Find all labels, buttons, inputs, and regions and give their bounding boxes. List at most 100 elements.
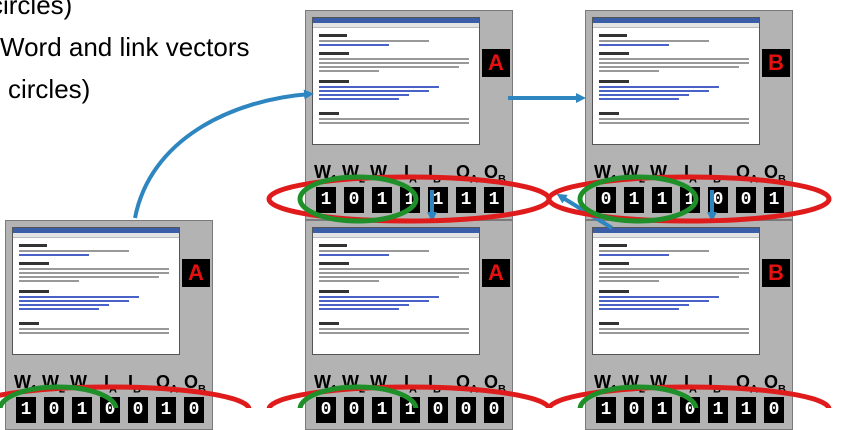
vector-bit: 1 bbox=[652, 187, 672, 213]
text-line bbox=[599, 98, 679, 100]
text-line bbox=[319, 80, 349, 83]
text-line bbox=[599, 304, 689, 306]
vector-bit: 1 bbox=[456, 187, 476, 213]
label-ob: OB bbox=[484, 161, 506, 191]
text-line bbox=[599, 70, 659, 72]
label-ob-text: O bbox=[484, 162, 499, 182]
window-menubar bbox=[593, 233, 759, 238]
text-line bbox=[319, 40, 429, 42]
text-line bbox=[599, 66, 739, 68]
webpage-thumbnail bbox=[312, 17, 480, 145]
label-ib-text: I bbox=[428, 372, 434, 392]
label-w1-text: W bbox=[594, 162, 611, 182]
text-line bbox=[319, 62, 469, 64]
text-line bbox=[599, 122, 749, 124]
vector-bit: 1 bbox=[764, 187, 784, 213]
current-page-indicator: B bbox=[762, 259, 790, 287]
text-line bbox=[319, 304, 409, 306]
label-ia-text: I bbox=[404, 372, 410, 392]
text-line bbox=[599, 308, 679, 310]
window-content bbox=[593, 238, 759, 354]
diagram-overlay bbox=[0, 89, 832, 408]
label-w1-text: W bbox=[314, 372, 331, 392]
text-line bbox=[319, 94, 409, 96]
text-line bbox=[319, 276, 459, 278]
label-ia-text: I bbox=[684, 372, 690, 392]
vector-bit: 0 bbox=[596, 187, 616, 213]
text-line bbox=[599, 90, 709, 92]
label-ob: OB bbox=[764, 161, 786, 191]
text-line bbox=[599, 44, 669, 46]
window-content bbox=[313, 28, 479, 144]
text-line bbox=[319, 280, 379, 282]
text-line bbox=[19, 304, 109, 306]
window-menubar bbox=[13, 233, 179, 238]
label-ia-text: I bbox=[104, 372, 110, 392]
label-ob-subscript: B bbox=[778, 383, 786, 396]
label-ob: OB bbox=[484, 371, 506, 401]
label-ob-text: O bbox=[764, 162, 779, 182]
label-ia-subscript: A bbox=[689, 173, 697, 186]
text-line bbox=[599, 272, 749, 274]
text-line bbox=[319, 86, 439, 88]
text-line bbox=[19, 332, 169, 334]
label-ob-subscript: B bbox=[198, 383, 206, 396]
text-line bbox=[319, 112, 339, 115]
text-line bbox=[319, 52, 349, 55]
text-line bbox=[319, 272, 469, 274]
webpage-thumbnail bbox=[12, 227, 180, 355]
current-page-indicator: A bbox=[482, 49, 510, 77]
label-ib-text: I bbox=[428, 162, 434, 182]
label-ob: OB bbox=[184, 371, 206, 401]
label-ob-text: O bbox=[184, 372, 199, 392]
text-line bbox=[319, 296, 439, 298]
window-titlebar bbox=[593, 18, 759, 23]
label-ia-text: I bbox=[404, 162, 410, 182]
text-line bbox=[319, 322, 339, 325]
text-line bbox=[319, 34, 347, 37]
text-line bbox=[319, 244, 347, 247]
current-page-indicator: A bbox=[182, 259, 210, 287]
text-line bbox=[319, 268, 469, 270]
vector-circle-top-right bbox=[546, 174, 832, 224]
text-line bbox=[19, 290, 49, 293]
label-ob: OB bbox=[764, 371, 786, 401]
text-line bbox=[19, 322, 39, 325]
label-ia: IA bbox=[684, 161, 697, 191]
text-line bbox=[599, 34, 627, 37]
text-line bbox=[319, 254, 389, 256]
word-circle-top-middle bbox=[297, 174, 419, 224]
label-ia-subscript: A bbox=[409, 383, 417, 396]
label-ib-text: I bbox=[708, 162, 714, 182]
window-titlebar bbox=[313, 228, 479, 233]
webpage-thumbnail bbox=[592, 227, 760, 355]
text-line bbox=[599, 94, 689, 96]
text-line bbox=[319, 122, 469, 124]
label-w1-text: W bbox=[594, 372, 611, 392]
webpage-thumbnail bbox=[312, 227, 480, 355]
label-ib-text: I bbox=[708, 372, 714, 392]
vector-bit: 0 bbox=[736, 187, 756, 213]
word-circle-bottom-right bbox=[577, 384, 699, 408]
current-page-indicator: B bbox=[762, 49, 790, 77]
text-line bbox=[19, 276, 159, 278]
text-line bbox=[319, 328, 469, 330]
text-line bbox=[319, 66, 459, 68]
word-circle-bottom-left bbox=[0, 384, 119, 408]
caption-line-2: Word and link vectors bbox=[0, 32, 250, 62]
label-ib-text: I bbox=[128, 372, 134, 392]
caption-line-1: circles) bbox=[0, 0, 73, 20]
text-line bbox=[599, 332, 749, 334]
vector-bit: 0 bbox=[344, 187, 364, 213]
label-ia: IA bbox=[684, 371, 697, 401]
text-line bbox=[19, 280, 79, 282]
text-line bbox=[319, 250, 429, 252]
label-ob-subscript: B bbox=[778, 173, 786, 186]
text-line bbox=[599, 86, 719, 88]
text-line bbox=[599, 112, 619, 115]
caption-line-3: circles) bbox=[8, 74, 91, 104]
label-ia: IA bbox=[404, 371, 417, 401]
